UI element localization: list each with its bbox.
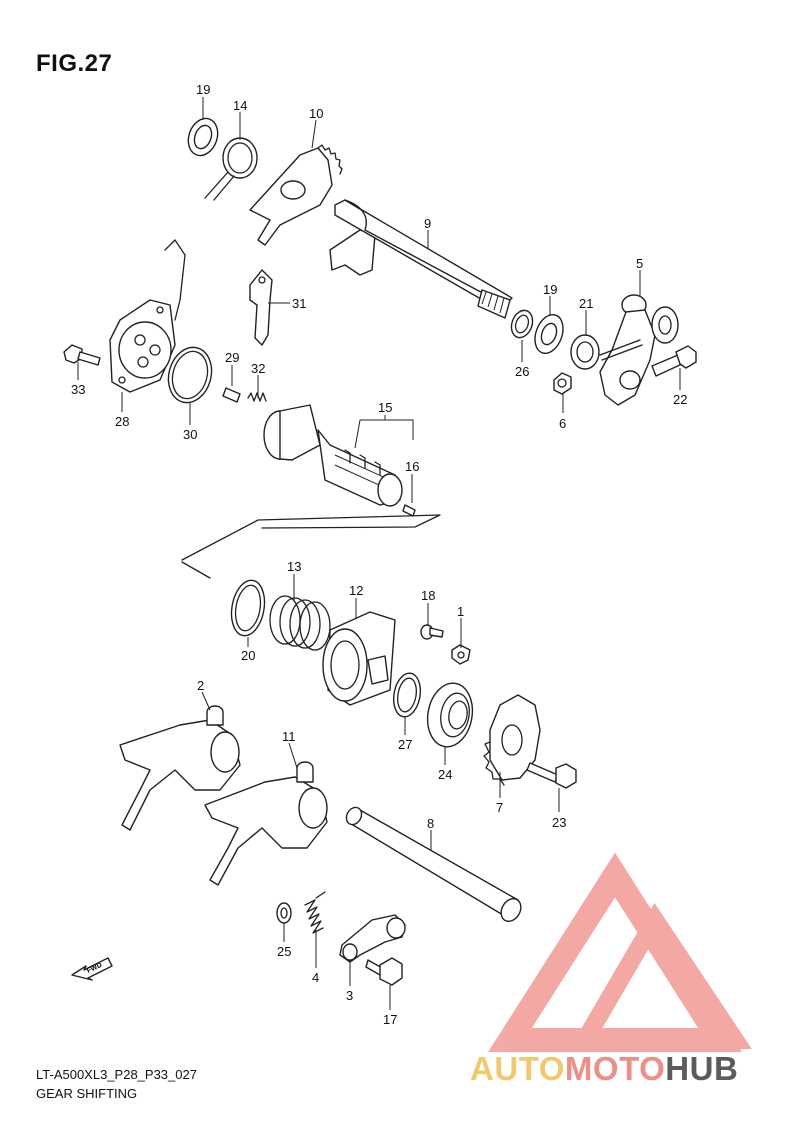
part-28-cover	[109, 239, 186, 393]
figure-caption: LT-A500XL3_P28_P33_027 GEAR SHIFTING	[36, 1065, 197, 1103]
part-26-circlip	[510, 309, 534, 339]
callout-label: 22	[673, 392, 687, 407]
part-32-spring	[247, 392, 267, 402]
brand-part-moto: MOTO	[564, 1050, 666, 1087]
callout-label: 1	[457, 604, 464, 619]
part-5-shift-lever	[599, 294, 679, 406]
callout-label: 23	[552, 815, 566, 830]
part-3-stopper-lever	[339, 914, 406, 963]
part-13-spring	[269, 595, 331, 651]
part-29-pin	[222, 387, 241, 403]
part-19-washer	[187, 117, 219, 157]
part-4-spring	[304, 891, 326, 934]
callout-label: 11	[282, 729, 296, 744]
callout-label: 27	[398, 737, 412, 752]
part-25-washer	[276, 902, 292, 924]
part-33-bolt	[63, 344, 101, 366]
callout-label: 19	[543, 282, 557, 297]
part-31-guide	[249, 269, 273, 346]
callout-label: 6	[559, 416, 566, 431]
watermark-logo-icon	[488, 852, 752, 1052]
callout-label: 8	[427, 816, 434, 831]
callout-label: 16	[405, 459, 419, 474]
callout-label: 5	[636, 256, 643, 271]
fwd-arrow-icon: FWD	[71, 957, 113, 981]
callout-label: 33	[71, 382, 85, 397]
callout-label: 2	[197, 678, 204, 693]
part-1-washer	[451, 644, 471, 665]
part-30-o-ring	[167, 346, 213, 404]
part-15-shift-drum	[263, 404, 403, 507]
callout-label: 3	[346, 988, 353, 1003]
part-17-bolt	[365, 957, 403, 986]
part-20-washer	[230, 579, 266, 637]
caption-code: LT-A500XL3_P28_P33_027	[36, 1067, 197, 1082]
part-16-pin	[402, 504, 416, 517]
callout-label: 20	[241, 648, 255, 663]
callout-label: 26	[515, 364, 529, 379]
part-23-bolt	[526, 762, 577, 789]
part-27-circlip	[392, 672, 422, 718]
callout-label: 12	[349, 583, 363, 598]
part-2-shift-fork	[119, 705, 241, 831]
caption-name: GEAR SHIFTING	[36, 1086, 138, 1101]
callout-label: 13	[287, 559, 301, 574]
assembly-outline	[181, 514, 441, 579]
callout-label: 18	[421, 588, 435, 603]
callout-label: 4	[312, 970, 319, 985]
callout-label: 31	[292, 296, 306, 311]
brand-part-hub: HUB	[665, 1050, 739, 1087]
part-24-bearing	[426, 682, 474, 748]
part-9-shift-shaft	[329, 199, 513, 319]
callout-label: 32	[251, 361, 265, 376]
part-19-washer-right	[534, 313, 564, 355]
part-10-shift-arm	[249, 144, 343, 246]
callout-label: 19	[196, 82, 210, 97]
part-6-nut	[553, 372, 572, 395]
callout-label: 14	[233, 98, 247, 113]
part-7-gear	[483, 694, 541, 786]
part-22-bolt	[651, 345, 697, 377]
part-11-shift-fork	[204, 761, 328, 886]
callouts: 19 14 10 9 5 19 21 31 26 22 33 28 30 29 …	[71, 82, 687, 1027]
callout-label: 9	[424, 216, 431, 231]
part-18-bolt	[420, 624, 444, 640]
callout-label: 21	[579, 296, 593, 311]
callout-label: 28	[115, 414, 129, 429]
callout-label: 24	[438, 767, 452, 782]
callout-label: 17	[383, 1012, 397, 1027]
watermark-brand: AUTOMOTOHUB	[470, 1050, 738, 1088]
callout-label: 7	[496, 800, 503, 815]
callout-label: 29	[225, 350, 239, 365]
callout-label: 25	[277, 944, 291, 959]
part-21-oil-seal	[570, 334, 600, 370]
figure-title: FIG.27	[36, 50, 113, 77]
part-12-cam-gear	[322, 611, 396, 706]
callout-label: 15	[378, 400, 392, 415]
callout-label: 30	[183, 427, 197, 442]
brand-part-auto: AUTO	[470, 1050, 565, 1087]
part-8-fork-shaft	[345, 806, 522, 923]
callout-label: 10	[309, 106, 323, 121]
